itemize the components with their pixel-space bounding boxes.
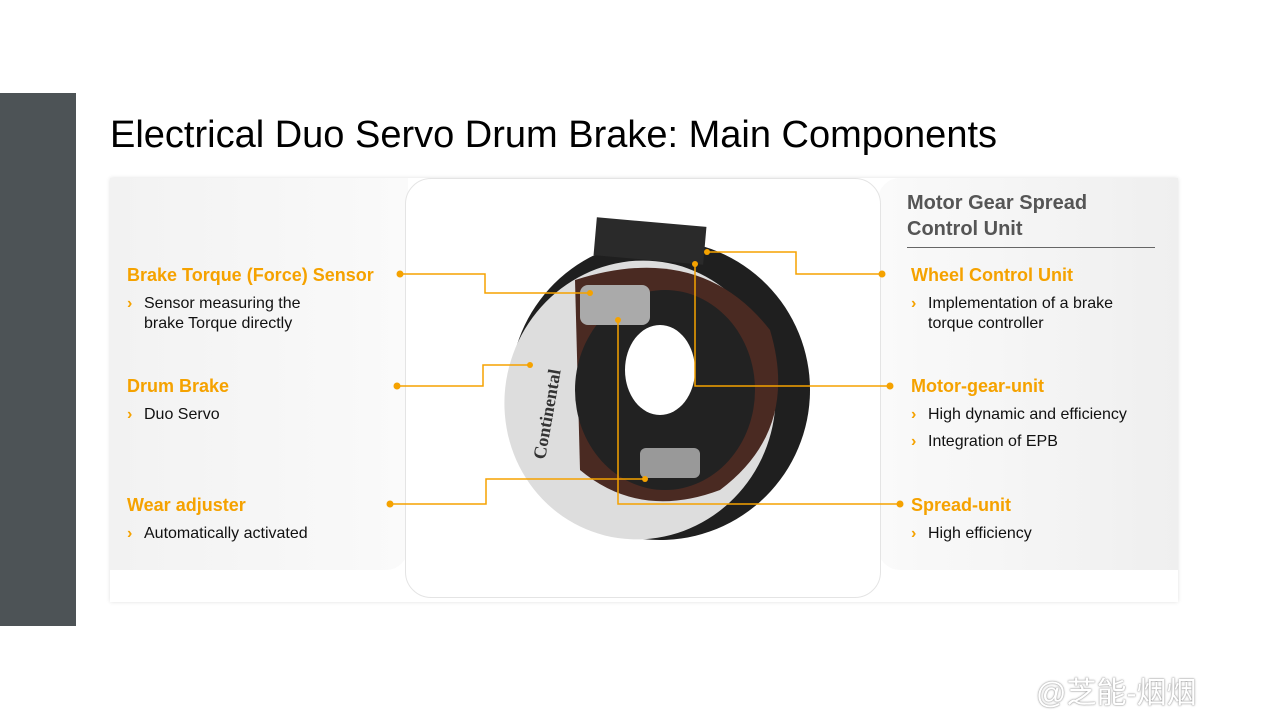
- bullet: High efficiency: [911, 524, 1032, 544]
- watermark: @芝能-烟烟: [1036, 677, 1197, 710]
- bullet: Duo Servo: [127, 405, 220, 425]
- label-spread-unit: Spread-unit: [911, 495, 1012, 515]
- bullet: Implementation of a brake torque control…: [911, 294, 1141, 334]
- bullet: Automatically activated: [127, 524, 308, 544]
- connector-lines: [390, 251, 900, 505]
- connector-dots: [386, 249, 904, 508]
- label-wheel-control-unit: Wheel Control Unit: [911, 265, 1073, 285]
- sidebar-bar: [0, 93, 76, 626]
- bullet: High dynamic and efficiency: [911, 405, 1127, 425]
- right-header: Motor Gear Spread Control Unit: [907, 190, 1155, 248]
- right-card: [878, 178, 1178, 570]
- page-title: Electrical Duo Servo Drum Brake: Main Co…: [110, 114, 998, 156]
- label-brake-torque-sensor: Brake Torque (Force) Sensor: [127, 265, 374, 285]
- bullet: Integration of EPB: [911, 432, 1058, 452]
- bullet: Sensor measuring the brake Torque direct…: [127, 294, 327, 334]
- left-card: [110, 178, 408, 570]
- drum-brake-image: Continental: [504, 217, 810, 540]
- label-drum-brake: Drum Brake: [127, 376, 230, 396]
- label-motor-gear-unit: Motor-gear-unit: [911, 376, 1044, 396]
- label-wear-adjuster: Wear adjuster: [127, 495, 246, 515]
